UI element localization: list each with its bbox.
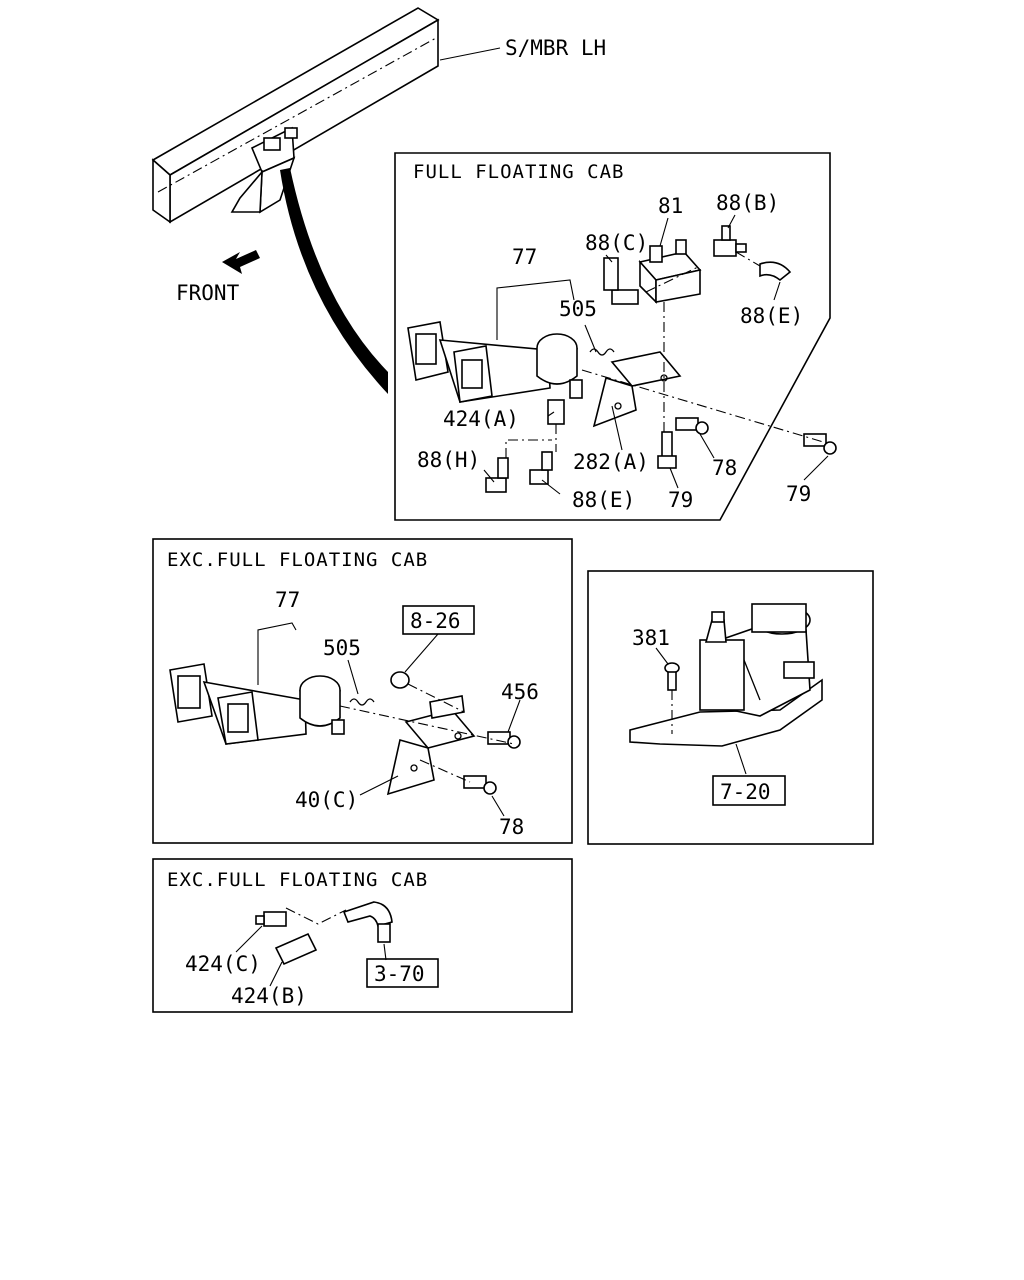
label-77: 77 — [275, 588, 300, 612]
label-78: 78 — [712, 456, 737, 480]
frame-leader — [439, 47, 501, 61]
label-88e-bottom: 88(E) — [572, 488, 635, 512]
bolt-79-vertical — [657, 431, 677, 469]
panel-exc-full-floating-cab-fittings: EXC.FULL FLOATING CAB 424(C) 424(B) 3-70 — [152, 858, 573, 1013]
bolt-79-right — [803, 433, 837, 455]
label-88e-top: 88(E) — [740, 304, 803, 328]
nut-8-26 — [390, 671, 410, 689]
fitting-88b — [713, 225, 747, 257]
junction-block-81 — [638, 239, 702, 304]
bolt-381 — [664, 662, 680, 691]
fitting-88c — [603, 257, 639, 305]
panel-title: EXC.FULL FLOATING CAB — [167, 549, 428, 571]
bolt-78 — [675, 417, 709, 435]
detail-callout-arrow — [280, 168, 388, 394]
ref-box-8-26 — [402, 605, 475, 635]
fitting-88e-top — [759, 261, 792, 282]
ref-box-7-20 — [712, 775, 786, 806]
label-79-inner: 79 — [668, 488, 693, 512]
bracket-282a — [592, 351, 682, 428]
bolt-456 — [487, 731, 521, 749]
label-381: 381 — [632, 626, 670, 650]
spacer-424a — [547, 399, 565, 425]
panel-title: FULL FLOATING CAB — [413, 161, 624, 183]
label-7-20: 7-20 — [720, 780, 771, 804]
ref-box-3-70 — [366, 958, 439, 988]
label-505: 505 — [323, 636, 361, 660]
panel-full-floating-cab: FULL FLOATING CAB — [394, 152, 837, 521]
label-88c: 88(C) — [585, 231, 648, 255]
label-88b: 88(B) — [716, 191, 779, 215]
frame-label: S/MBR LH — [505, 36, 606, 60]
spring-505 — [589, 348, 615, 356]
elbow-fitting-3-70 — [342, 901, 393, 943]
label-424a: 424(A) — [443, 407, 519, 431]
panel-engine-detail: 381 7-20 — [587, 570, 874, 845]
bolt-78 — [463, 775, 497, 795]
label-424b: 424(B) — [231, 984, 307, 1008]
panel-title: EXC.FULL FLOATING CAB — [167, 869, 428, 891]
spacer-424b — [274, 932, 318, 966]
mount-bracket — [407, 321, 583, 403]
front-arrow-icon — [222, 250, 260, 274]
label-40c: 40(C) — [295, 788, 358, 812]
mount-bracket — [169, 663, 345, 745]
fitting-424c — [255, 911, 287, 927]
front-label: FRONT — [176, 281, 240, 305]
label-3-70: 3-70 — [374, 962, 425, 986]
label-81: 81 — [658, 194, 683, 218]
panel-exc-full-floating-cab-mount: EXC.FULL FLOATING CAB — [152, 538, 573, 844]
label-8-26: 8-26 — [410, 609, 461, 633]
bracket-40c — [386, 695, 476, 796]
label-77: 77 — [512, 245, 537, 269]
label-78: 78 — [499, 815, 524, 839]
label-456: 456 — [501, 680, 539, 704]
label-505: 505 — [559, 297, 597, 321]
label-79-outer: 79 — [786, 482, 811, 506]
fitting-88e-bottom — [529, 451, 553, 485]
label-88h: 88(H) — [417, 448, 480, 472]
label-282a: 282(A) — [573, 450, 649, 474]
fitting-88h — [485, 457, 509, 493]
label-424c: 424(C) — [185, 952, 261, 976]
engine-assembly — [629, 603, 823, 747]
spring-505 — [349, 698, 375, 706]
